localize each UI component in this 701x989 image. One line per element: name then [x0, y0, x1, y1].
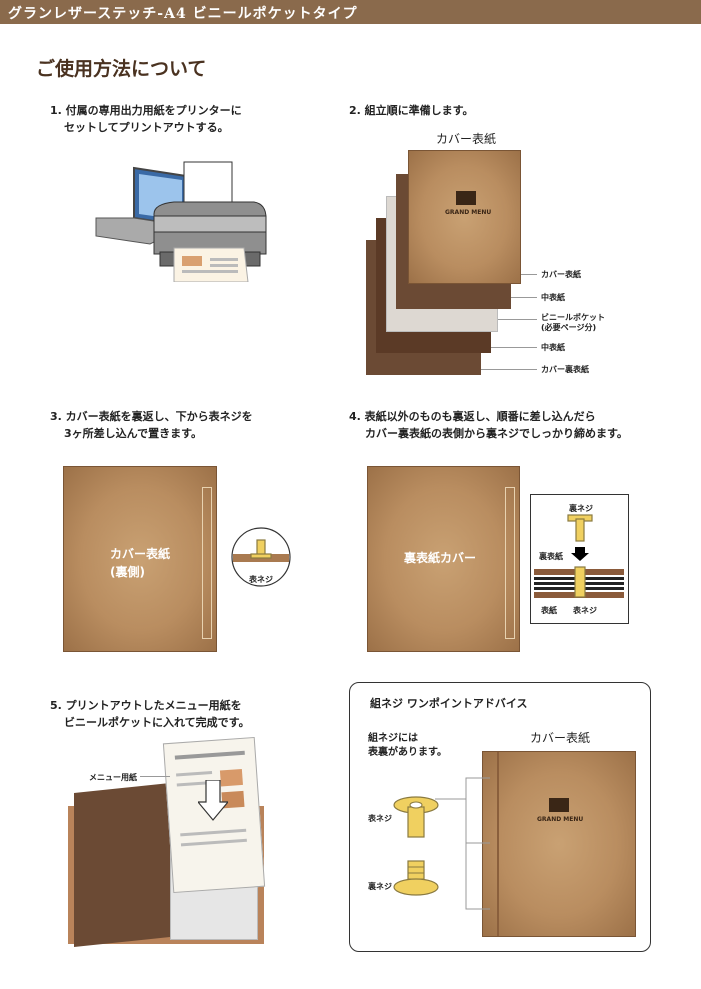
- cover-logo: GRAND MENU: [445, 209, 492, 216]
- step-3-text: 3. カバー表紙を裏返し、下から表ネジを 3ヶ所差し込んで置きます。: [50, 410, 253, 440]
- layer-label-1: カバー表紙: [541, 270, 581, 279]
- menu-sheet-label: メニュー用紙: [89, 773, 137, 782]
- layer-label-3: ビニールポケット: [541, 313, 605, 322]
- layer-label-4: 中表紙: [541, 343, 565, 352]
- screw-illustrations: [393, 777, 490, 910]
- back-cover-front-side: 裏表紙カバー: [367, 466, 520, 652]
- header-bar: グランレザーステッチ-A4 ビニールポケットタイプ: [0, 0, 701, 24]
- layer-label-2: 中表紙: [541, 293, 565, 302]
- advice-ura-label: 裏ネジ: [368, 882, 392, 891]
- down-arrow-icon: [198, 780, 228, 821]
- step-4-text: 4. 表紙以外のものも裏返し、順番に差し込んだら カバー裏表紙の表側から裏ネジで…: [349, 410, 628, 440]
- binding-strip: [505, 487, 515, 639]
- printer-illustration: [95, 161, 267, 282]
- advice-box: 組ネジ ワンポイントアドバイス 組ネジには 表裏があります。 カバー表紙 GRA…: [349, 682, 651, 952]
- omote-neji-label-3: 表ネジ: [249, 575, 273, 584]
- assembly-detail-box: 裏ネジ 裏表紙 表紙 表ネジ: [530, 494, 629, 624]
- binding-strip: [202, 487, 212, 639]
- advice-cover-caption: カバー表紙: [530, 731, 591, 745]
- layer-label-5: カバー裏表紙: [541, 365, 589, 374]
- advice-title: 組ネジ ワンポイントアドバイス: [370, 697, 528, 710]
- step-5-text: 5. プリントアウトしたメニュー用紙を ビニールポケットに入れて完成です。: [50, 699, 250, 729]
- open-left-cover: [74, 782, 170, 948]
- step-2-text: 2. 組立順に準備します。: [349, 104, 474, 117]
- header-title: グランレザーステッチ-A4 ビニールポケットタイプ: [8, 6, 358, 22]
- step-2-caption: カバー表紙: [436, 132, 497, 146]
- layer-label-3b: (必要ページ分): [541, 323, 597, 332]
- crown-icon: [549, 798, 569, 812]
- front-cover-layer: GRAND MENU: [408, 150, 521, 284]
- advice-cover: GRAND MENU: [482, 751, 636, 937]
- step-1-text: 1. 付属の専用出力用紙をプリンターに セットしてプリントアウトする。: [50, 104, 242, 134]
- crown-icon: [456, 191, 476, 205]
- advice-omote-label: 表ネジ: [368, 814, 392, 823]
- cover-back-side: カバー表紙 (裏側): [63, 466, 217, 652]
- page-title: ご使用方法について: [36, 58, 207, 80]
- screw-zoom-circle: [231, 527, 291, 587]
